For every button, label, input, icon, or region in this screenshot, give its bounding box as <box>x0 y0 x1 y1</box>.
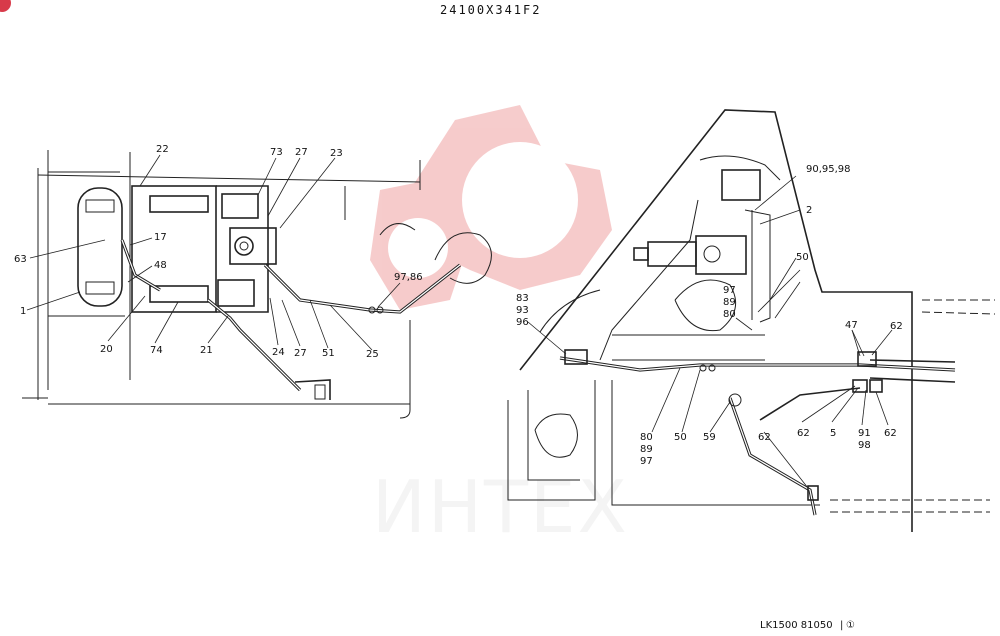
hydraulic-tank <box>77 187 123 307</box>
label-21: 21 <box>200 345 213 356</box>
label-91: 91 <box>858 428 871 439</box>
label-27-bottom: 27 <box>294 348 307 359</box>
label-63: 63 <box>14 254 27 265</box>
label-50-bottom: 50 <box>674 432 687 443</box>
pump-unit <box>229 227 277 265</box>
label-74: 74 <box>150 345 163 356</box>
label-83: 83 <box>516 293 529 304</box>
drawing-footer-sep: | <box>840 620 843 631</box>
valve-block <box>721 169 761 201</box>
label-89-bottom: 89 <box>640 444 653 455</box>
label-27-top: 27 <box>295 147 308 158</box>
corner-mark <box>0 0 11 12</box>
label-73: 73 <box>270 147 283 158</box>
label-93: 93 <box>516 305 529 316</box>
label-62-middle: 62 <box>758 432 771 443</box>
actuator-cylinder-lower <box>149 285 209 303</box>
label-2: 2 <box>806 205 812 216</box>
label-17: 17 <box>154 232 167 243</box>
label-80-bottom: 80 <box>640 432 653 443</box>
left-leaders <box>26 154 401 351</box>
label-24: 24 <box>272 347 285 358</box>
label-51: 51 <box>322 348 335 359</box>
right-labels: 90,95,98 2 50 97 89 80 83 93 96 47 62 80… <box>516 164 903 467</box>
drawing-footer-mark: ① <box>846 620 855 631</box>
drive-motor <box>647 241 697 267</box>
drawing-header-code: 24100X341F2 <box>440 3 541 17</box>
watermark: ИНТЕХ <box>370 105 629 549</box>
label-97-bottom: 97 <box>640 456 653 467</box>
left-labels: 22 73 27 23 17 63 48 1 20 74 21 24 27 51… <box>14 144 423 360</box>
label-59: 59 <box>703 432 716 443</box>
label-90-95-98: 90,95,98 <box>806 164 851 175</box>
label-48: 48 <box>154 260 167 271</box>
label-62-top: 62 <box>890 321 903 332</box>
label-5: 5 <box>830 428 836 439</box>
label-96: 96 <box>516 317 529 328</box>
label-22: 22 <box>156 144 169 155</box>
left-assembly <box>22 150 492 419</box>
label-1: 1 <box>20 306 26 317</box>
right-assembly <box>507 109 996 532</box>
label-20: 20 <box>100 344 113 355</box>
right-leaders <box>527 175 893 489</box>
label-23: 23 <box>330 148 343 159</box>
label-80-top: 80 <box>723 309 736 320</box>
watermark-text: ИНТЕХ <box>372 465 629 549</box>
label-25: 25 <box>366 349 379 360</box>
label-62-left: 62 <box>797 428 810 439</box>
label-97-86: 97,86 <box>394 272 423 283</box>
drawing-footer-code: LK1500 81050 <box>760 620 833 631</box>
label-97-top: 97 <box>723 285 736 296</box>
label-89-top: 89 <box>723 297 736 308</box>
label-47: 47 <box>845 320 858 331</box>
label-98: 98 <box>858 440 871 451</box>
actuator-cylinder-upper <box>149 195 209 213</box>
label-50-top: 50 <box>796 252 809 263</box>
label-62-right: 62 <box>884 428 897 439</box>
